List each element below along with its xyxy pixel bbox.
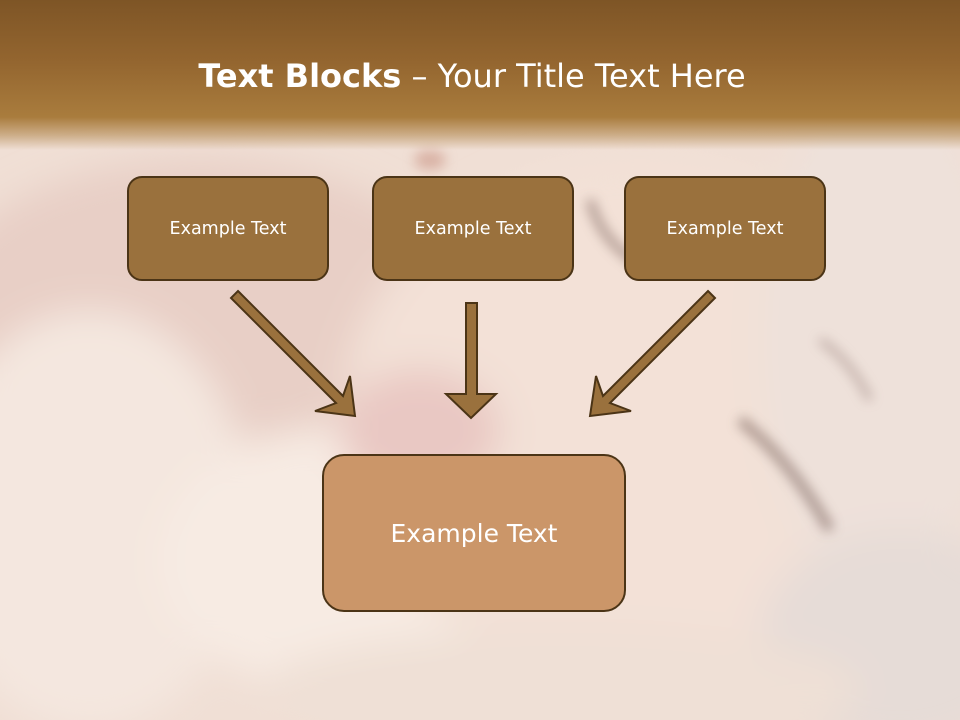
text-block-bottom-label: Example Text (390, 518, 558, 548)
text-block-right-label: Example Text (666, 218, 784, 239)
text-block-center-label: Example Text (414, 218, 532, 239)
text-block-left-label: Example Text (169, 218, 287, 239)
title-band (0, 0, 960, 150)
title-bold-part: Text Blocks (198, 57, 402, 95)
arrow-right-icon (588, 289, 717, 418)
arrow-center-icon (443, 302, 499, 420)
title-dash: – (401, 57, 438, 95)
title-rest: Your Title Text Here (437, 57, 746, 95)
text-block-center: Example Text (372, 176, 574, 281)
text-block-left: Example Text (127, 176, 329, 281)
arrow-left-icon (229, 289, 357, 418)
text-block-right: Example Text (624, 176, 826, 281)
text-block-bottom: Example Text (322, 454, 626, 612)
page-title: Text Blocks – Your Title Text Here (0, 52, 944, 100)
